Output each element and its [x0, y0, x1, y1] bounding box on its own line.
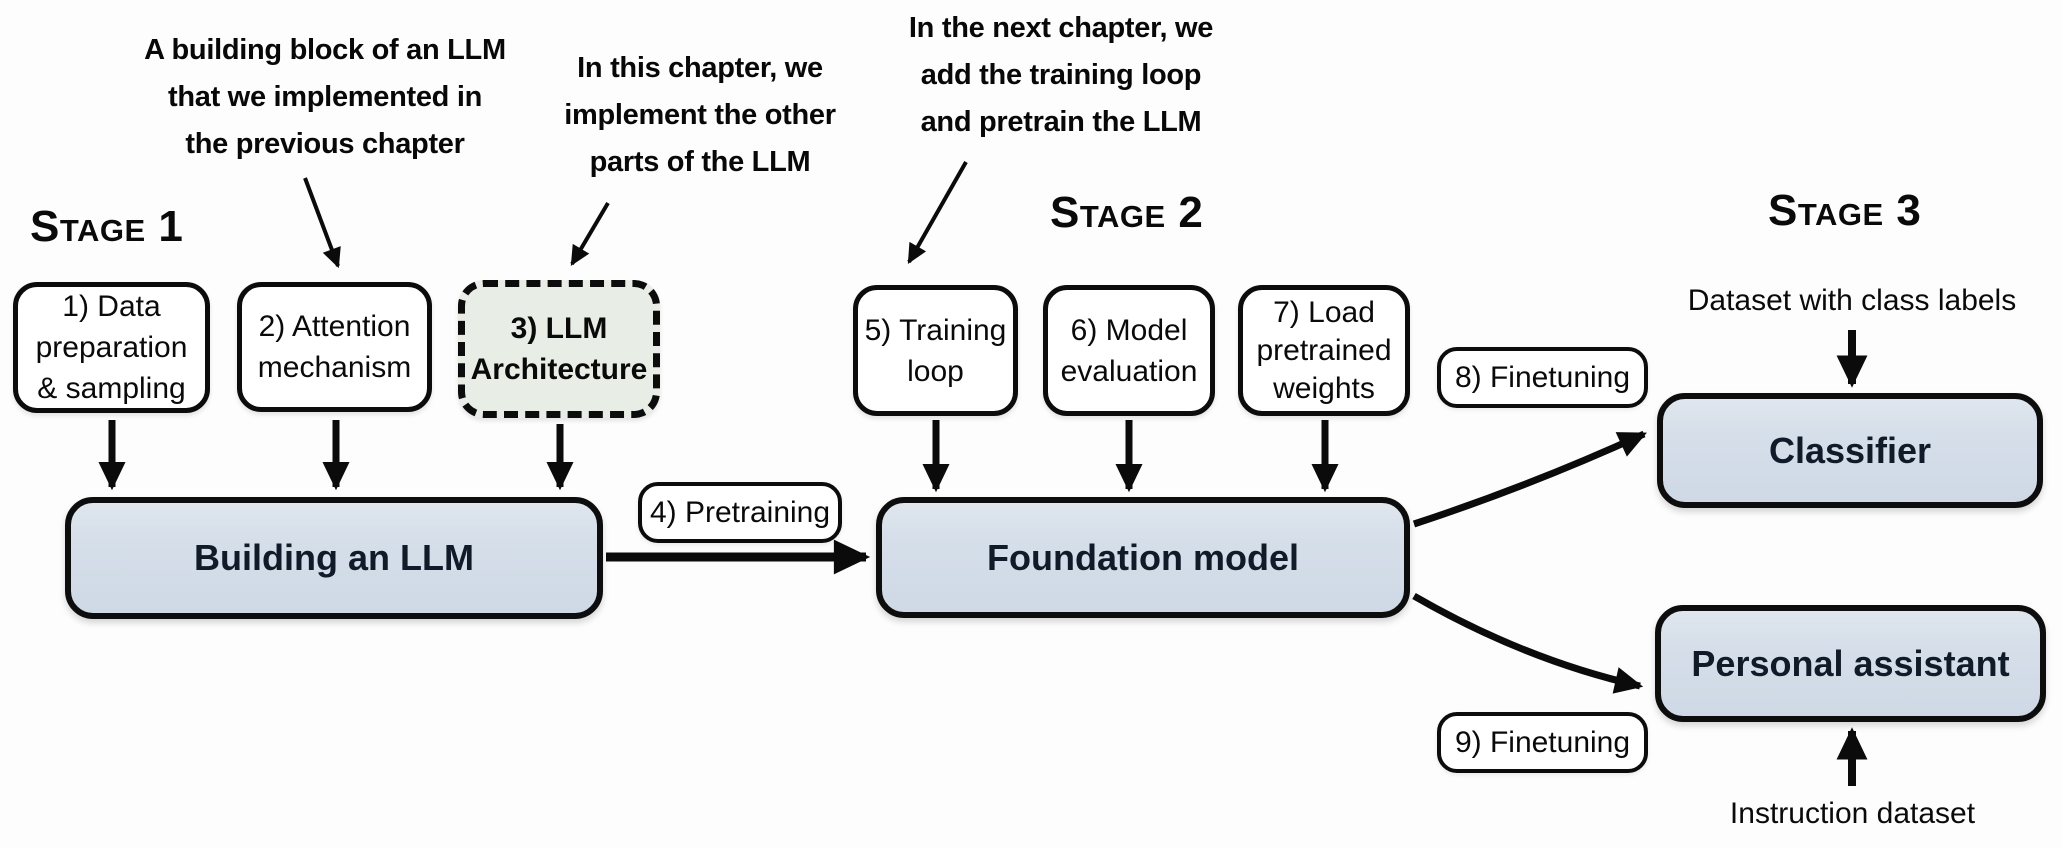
step-line: mechanism	[257, 351, 412, 384]
step-line: & sampling	[37, 372, 186, 405]
note-line: implement the other	[564, 99, 836, 131]
note-building-block-arrow	[303, 177, 341, 269]
step-line: 1) Data	[62, 290, 161, 323]
note-line: parts of the LLM	[589, 146, 811, 178]
step-box-load-pretrained-weights: 7) Load pretrained weights	[1238, 285, 1410, 416]
note-this-chapter-arrow	[570, 201, 610, 266]
step-line: 3) LLM	[510, 312, 608, 345]
stage-3-label: Stage 3	[1768, 186, 1922, 235]
pill-finetuning-assistant: 9) Finetuning	[1437, 712, 1648, 773]
node-building-llm: Building an LLM	[65, 497, 603, 619]
stage-1-label: Stage 1	[30, 202, 184, 251]
label-instruction-dataset: Instruction dataset	[1729, 797, 1976, 830]
pill-finetuning-classifier: 8) Finetuning	[1437, 347, 1648, 408]
step-line: 7) Load	[1273, 295, 1375, 329]
note-line: add the training loop	[920, 59, 1202, 91]
step-line: 5) Training	[864, 313, 1007, 347]
step-box-attention-mechanism: 2) Attention mechanism	[237, 282, 432, 412]
step-box-llm-architecture: 3) LLM Architecture	[458, 280, 660, 418]
note-line: that we implemented in	[167, 81, 483, 113]
step-box-data-preparation: 1) Data preparation & sampling	[13, 282, 210, 413]
node-classifier: Classifier	[1657, 393, 2043, 508]
note-line: In the next chapter, we	[908, 12, 1214, 44]
note-line: the previous chapter	[185, 128, 465, 160]
step-box-training-loop: 5) Training loop	[853, 285, 1018, 416]
step-line: evaluation	[1060, 354, 1198, 388]
node-foundation-model: Foundation model	[876, 497, 1410, 618]
stage-2-label: Stage 2	[1050, 188, 1204, 237]
step-line: 6) Model	[1070, 313, 1188, 347]
step-line: Architecture	[470, 353, 648, 386]
node-personal-assistant: Personal assistant	[1655, 605, 2046, 722]
note-line: and pretrain the LLM	[920, 106, 1202, 138]
label-class-dataset: Dataset with class labels	[1687, 284, 2017, 317]
pill-pretraining: 4) Pretraining	[638, 482, 842, 543]
step-line: pretrained	[1256, 333, 1392, 367]
arrow-foundation-to-assistant	[1412, 592, 1644, 694]
note-next-chapter: In the next chapter, we add the training…	[900, 5, 1222, 146]
step-line: loop	[907, 354, 964, 388]
step-line: weights	[1273, 371, 1375, 405]
arrow-foundation-to-classifier	[1412, 430, 1647, 528]
note-line: In this chapter, we	[577, 52, 823, 84]
note-this-chapter: In this chapter, we implement the other …	[555, 45, 845, 186]
step-line: 2) Attention	[258, 310, 411, 343]
note-building-block: A building block of an LLM that we imple…	[135, 27, 515, 168]
note-line: A building block of an LLM	[144, 34, 506, 66]
step-box-model-evaluation: 6) Model evaluation	[1043, 285, 1215, 416]
step-line: preparation	[35, 331, 188, 364]
note-next-chapter-arrow	[907, 161, 968, 264]
